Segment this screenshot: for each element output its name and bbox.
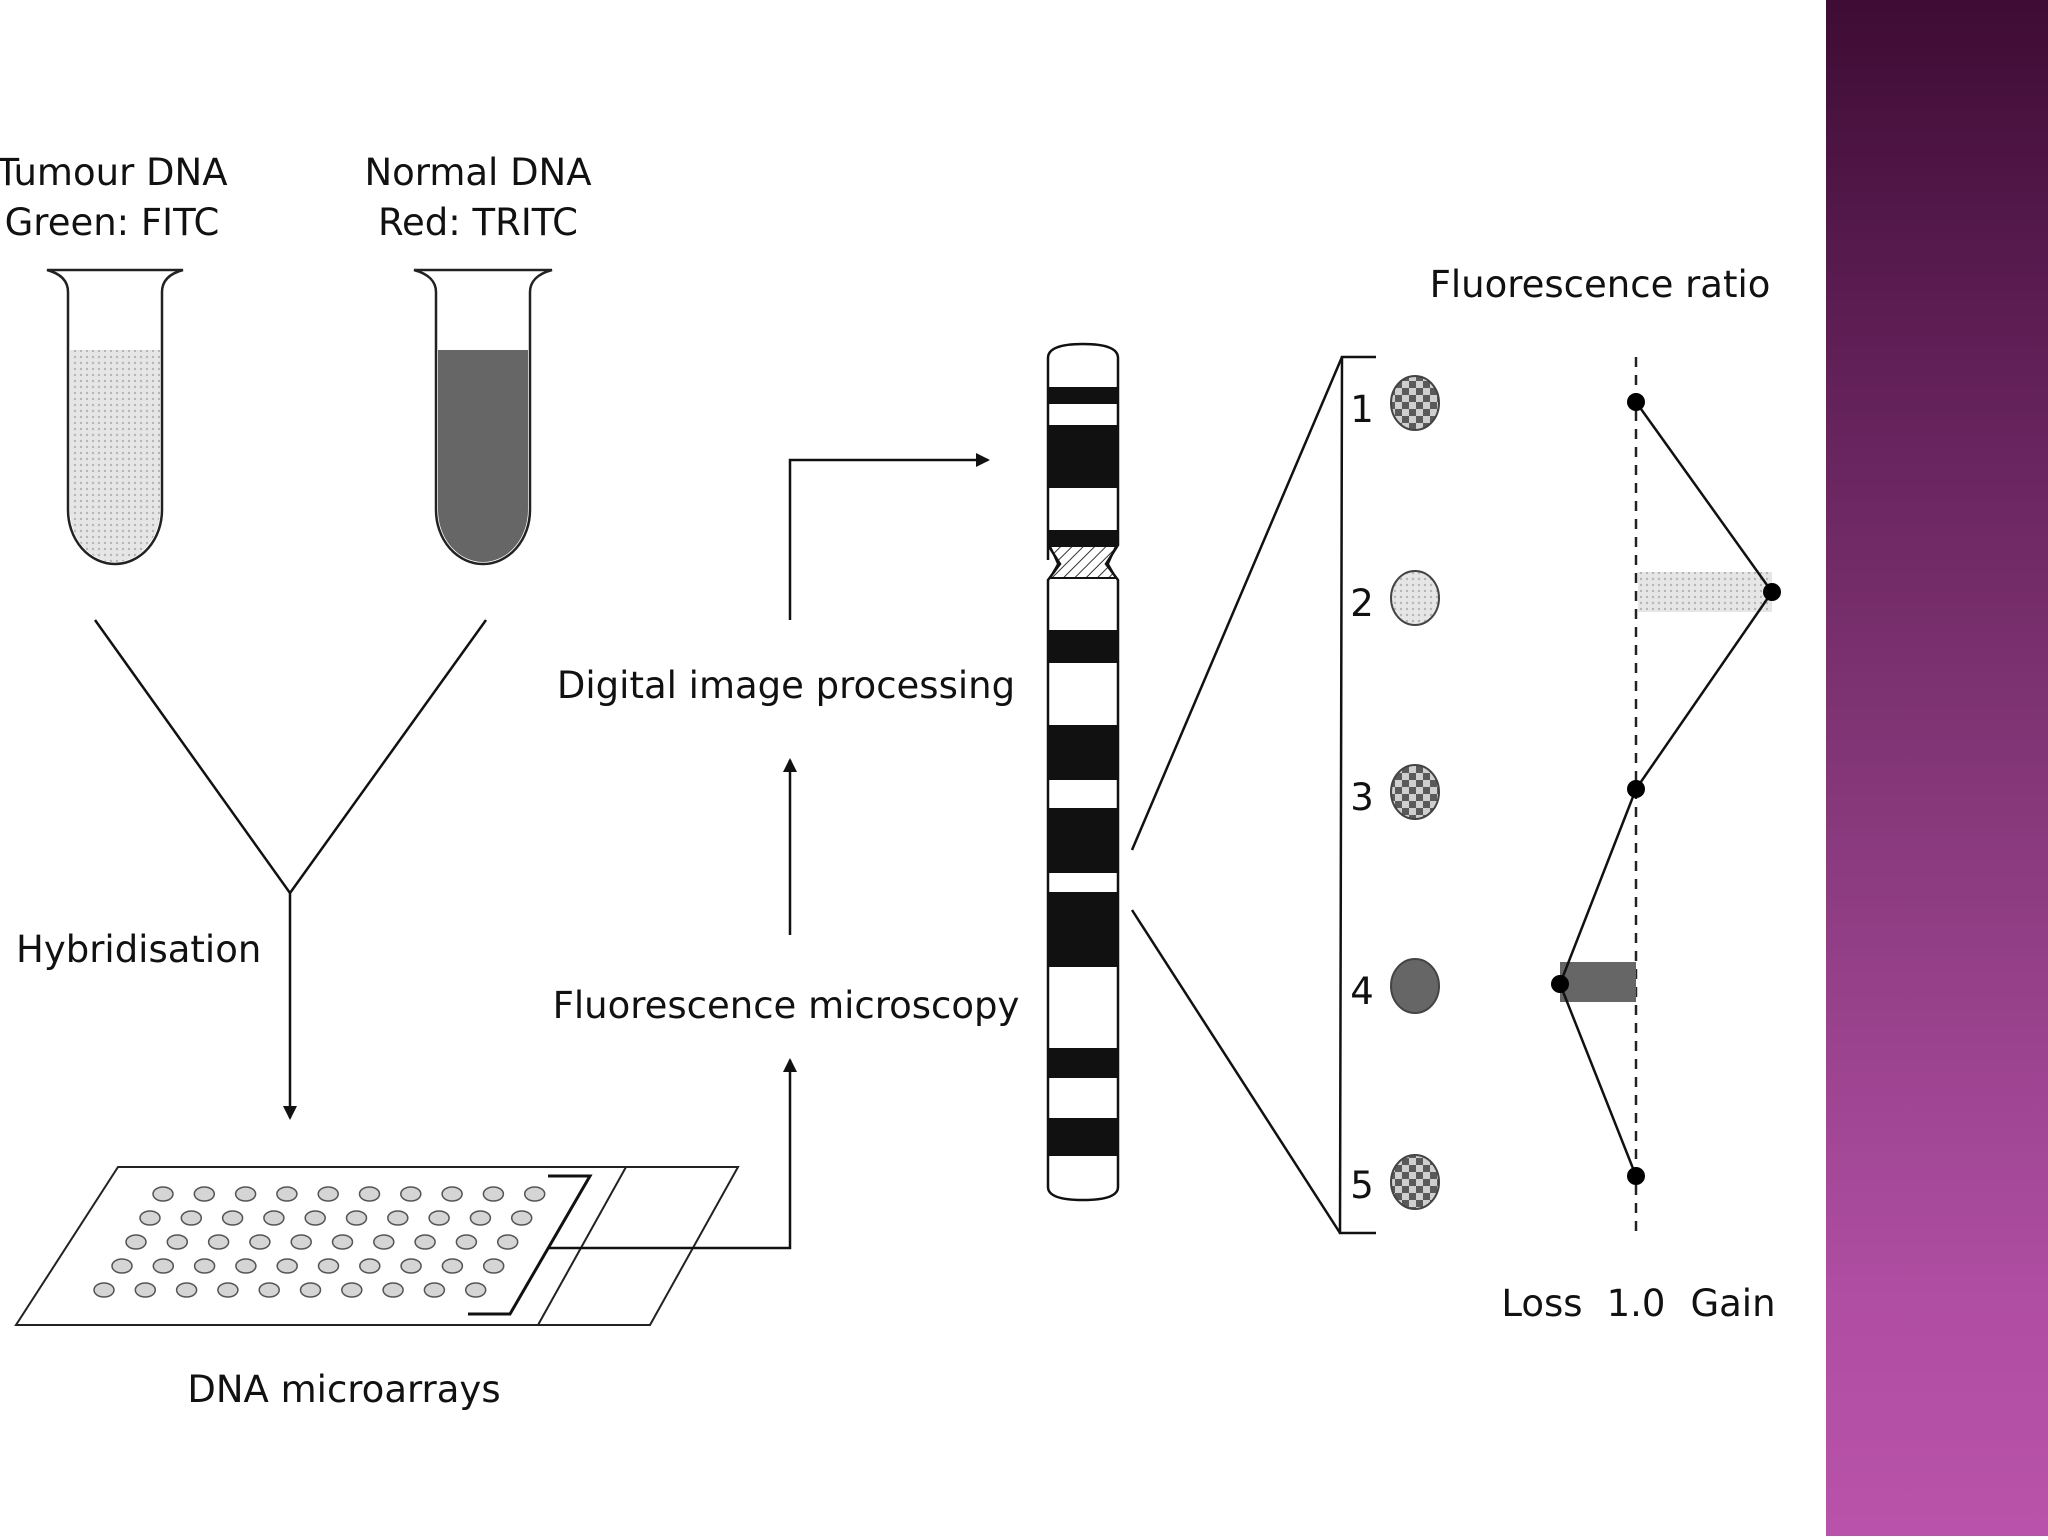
microarray-spot: [180, 1210, 203, 1226]
loss-label: Loss: [1501, 1282, 1582, 1325]
microarray-spot: [125, 1234, 147, 1250]
microarray-spot: [263, 1210, 285, 1226]
microarray-spot: [152, 1258, 175, 1274]
loss-bar: [1560, 962, 1636, 1002]
microarray-spot: [414, 1234, 436, 1250]
microarray-spot: [400, 1258, 422, 1274]
fluorescence-ratio-title: Fluorescence ratio: [1430, 263, 1771, 306]
microarray-spot: [207, 1234, 230, 1250]
dna-microarrays-label: DNA microarrays: [187, 1368, 500, 1411]
normal-dye-label: Red: TRITC: [378, 201, 578, 244]
region-label: 4: [1350, 970, 1374, 1013]
chromosome-ideogram: [1046, 342, 1120, 1202]
microarray-spot: [341, 1282, 363, 1298]
microarray-spot: [221, 1210, 244, 1226]
microarray-spot: [510, 1210, 533, 1226]
microarray-spot: [258, 1282, 280, 1298]
microarray-spot: [217, 1282, 239, 1298]
microarray-spot: [317, 1258, 340, 1274]
dna-microarray-slide: [14, 1166, 740, 1326]
region-label: 1: [1350, 388, 1374, 431]
microarray-spot: [111, 1258, 133, 1274]
ratio-line: [1558, 401, 1774, 1177]
microarray-spot: [134, 1282, 157, 1298]
microarray-spot: [276, 1258, 298, 1274]
region-spot-light: [1390, 570, 1440, 626]
ratio-point: [1763, 583, 1781, 601]
region-spot-checkered: [1390, 375, 1440, 431]
microarray-spot: [482, 1186, 505, 1202]
digital-image-processing-label: Digital image processing: [557, 664, 1015, 707]
region-spot-dark: [1390, 958, 1440, 1014]
region-label: 2: [1350, 582, 1374, 625]
ratio-profile: [1551, 357, 1781, 1233]
tumour-dna-label: Tumour DNA: [0, 151, 228, 194]
microarray-spot: [455, 1234, 478, 1250]
microarray-spot: [193, 1186, 216, 1202]
microarray-spot: [317, 1186, 339, 1202]
microarray-spot: [290, 1234, 312, 1250]
microarray-spot: [428, 1210, 450, 1226]
microarray-spot: [304, 1210, 326, 1226]
normal-dna-label: Normal DNA: [364, 151, 591, 194]
microarray-spot: [441, 1258, 464, 1274]
region-list: 1 2 3 4 5: [1350, 375, 1440, 1210]
microarray-spot: [359, 1258, 381, 1274]
region-spot-checkered: [1390, 1154, 1440, 1210]
region-label: 5: [1350, 1164, 1374, 1207]
microarray-spot: [175, 1282, 198, 1298]
microarray-spot: [441, 1186, 463, 1202]
microarray-spot: [464, 1282, 487, 1298]
microarray-spot: [276, 1186, 298, 1202]
tumour-dye-label: Green: FITC: [5, 201, 220, 244]
ratio-point: [1627, 1167, 1645, 1185]
microarray-spot: [331, 1234, 354, 1250]
hybridisation-label: Hybridisation: [16, 928, 261, 971]
baseline-label: 1.0: [1607, 1282, 1666, 1325]
decorative-side-band: [1826, 0, 2048, 1536]
microarray-spot: [152, 1186, 174, 1202]
ratio-point: [1551, 975, 1569, 993]
region-spot-checkered: [1390, 764, 1440, 820]
microarray-spot: [496, 1234, 519, 1250]
fluorescence-microscopy-label: Fluorescence microscopy: [553, 984, 1020, 1027]
ratio-point: [1627, 393, 1645, 411]
gain-label: Gain: [1690, 1282, 1775, 1325]
microarray-spot: [249, 1234, 271, 1250]
microarray-spot: [400, 1186, 422, 1202]
microarray-spot: [299, 1282, 322, 1298]
microarray-spot: [234, 1186, 257, 1202]
microarray-spot: [139, 1210, 161, 1226]
merge-lines: [93, 619, 488, 1120]
microarray-spot: [193, 1258, 216, 1274]
microarray-spot: [387, 1210, 409, 1226]
microarray-spot: [358, 1186, 381, 1202]
gain-bar: [1638, 572, 1772, 612]
microarray-spot: [523, 1186, 546, 1202]
process-arrows: [548, 453, 990, 1250]
microarray-spot: [345, 1210, 368, 1226]
microarray-spot: [235, 1258, 257, 1274]
microarray-spot: [469, 1210, 492, 1226]
microarray-spot: [423, 1282, 446, 1298]
normal-test-tube: [413, 268, 553, 566]
zoom-bracket: [1130, 355, 1376, 1235]
microarray-spot: [373, 1234, 395, 1250]
microarray-spot: [166, 1234, 189, 1250]
ratio-point: [1627, 780, 1645, 798]
microarray-spot: [482, 1258, 505, 1274]
microarray-spot: [93, 1282, 115, 1298]
microarray-spot: [382, 1282, 404, 1298]
tumour-test-tube: [46, 268, 184, 566]
region-label: 3: [1350, 776, 1374, 819]
